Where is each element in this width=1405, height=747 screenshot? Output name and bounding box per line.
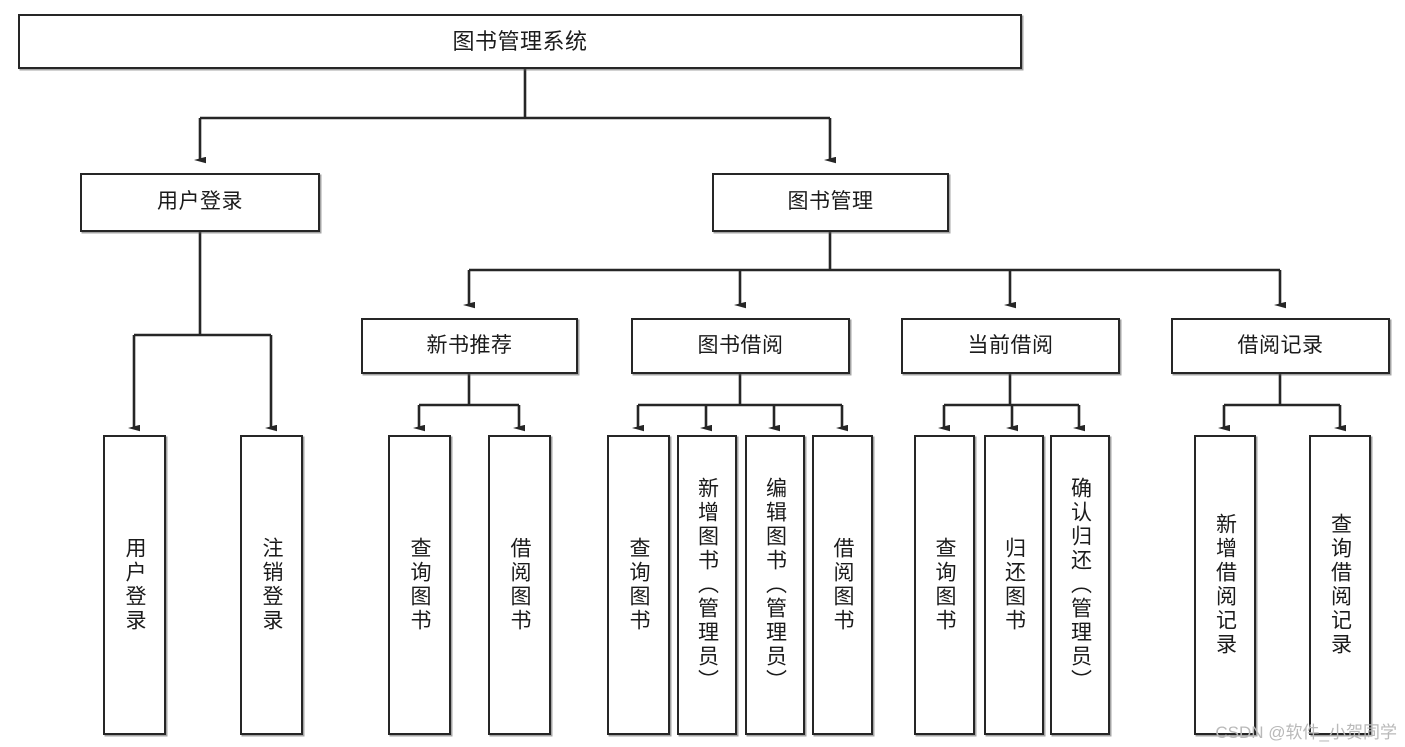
- node-label: 图书借阅: [697, 333, 784, 357]
- node-label: 注销登录: [260, 537, 283, 633]
- node-book-borrowing[interactable]: 图书借阅: [631, 318, 850, 374]
- leaf-query-borrow-record[interactable]: 查询借阅记录: [1309, 435, 1371, 735]
- leaf-logout[interactable]: 注销登录: [240, 435, 303, 735]
- leaf-edit-book-admin[interactable]: 编辑图书（管理员）: [745, 435, 805, 735]
- node-label: 借阅图书: [831, 537, 854, 633]
- node-label: 用户登录: [157, 190, 243, 214]
- node-borrowing-records[interactable]: 借阅记录: [1171, 318, 1390, 374]
- leaf-borrow-books[interactable]: 借阅图书: [812, 435, 873, 735]
- node-label: 查询图书: [933, 537, 956, 633]
- node-current-borrowing[interactable]: 当前借阅: [901, 318, 1120, 374]
- node-label: 图书管理系统: [452, 28, 588, 54]
- leaf-query-books-current[interactable]: 查询图书: [914, 435, 975, 735]
- node-label: 用户登录: [123, 537, 146, 633]
- node-label: 查询图书: [627, 537, 650, 633]
- leaf-add-borrow-record[interactable]: 新增借阅记录: [1194, 435, 1256, 735]
- node-label: 借阅记录: [1237, 333, 1324, 357]
- node-label: 归还图书: [1002, 537, 1026, 633]
- node-label: 查询借阅记录: [1328, 513, 1352, 657]
- watermark: CSDN @软件_小贺同学: [1215, 723, 1397, 742]
- leaf-return-books[interactable]: 归还图书: [984, 435, 1044, 735]
- leaf-borrow-books-new[interactable]: 借阅图书: [488, 435, 551, 735]
- node-label: 当前借阅: [967, 333, 1054, 357]
- node-label: 查询图书: [408, 537, 431, 633]
- node-label: 图书管理: [787, 190, 874, 214]
- node-user-login[interactable]: 用户登录: [80, 173, 320, 232]
- leaf-query-books-borrow[interactable]: 查询图书: [607, 435, 670, 735]
- node-label: 新增借阅记录: [1213, 513, 1237, 657]
- node-label: 确认归还（管理员）: [1068, 477, 1092, 693]
- node-book-management-system[interactable]: 图书管理系统: [18, 14, 1022, 69]
- node-label: 新书推荐: [426, 333, 513, 357]
- leaf-confirm-return-admin[interactable]: 确认归还（管理员）: [1050, 435, 1110, 735]
- leaf-query-books-new[interactable]: 查询图书: [388, 435, 451, 735]
- leaf-user-login[interactable]: 用户登录: [103, 435, 166, 735]
- node-label: 新增图书（管理员）: [695, 477, 719, 693]
- leaf-add-book-admin[interactable]: 新增图书（管理员）: [677, 435, 737, 735]
- node-label: 借阅图书: [508, 537, 531, 633]
- node-new-book-recommendation[interactable]: 新书推荐: [361, 318, 578, 374]
- node-label: 编辑图书（管理员）: [763, 477, 787, 693]
- node-book-management[interactable]: 图书管理: [712, 173, 949, 232]
